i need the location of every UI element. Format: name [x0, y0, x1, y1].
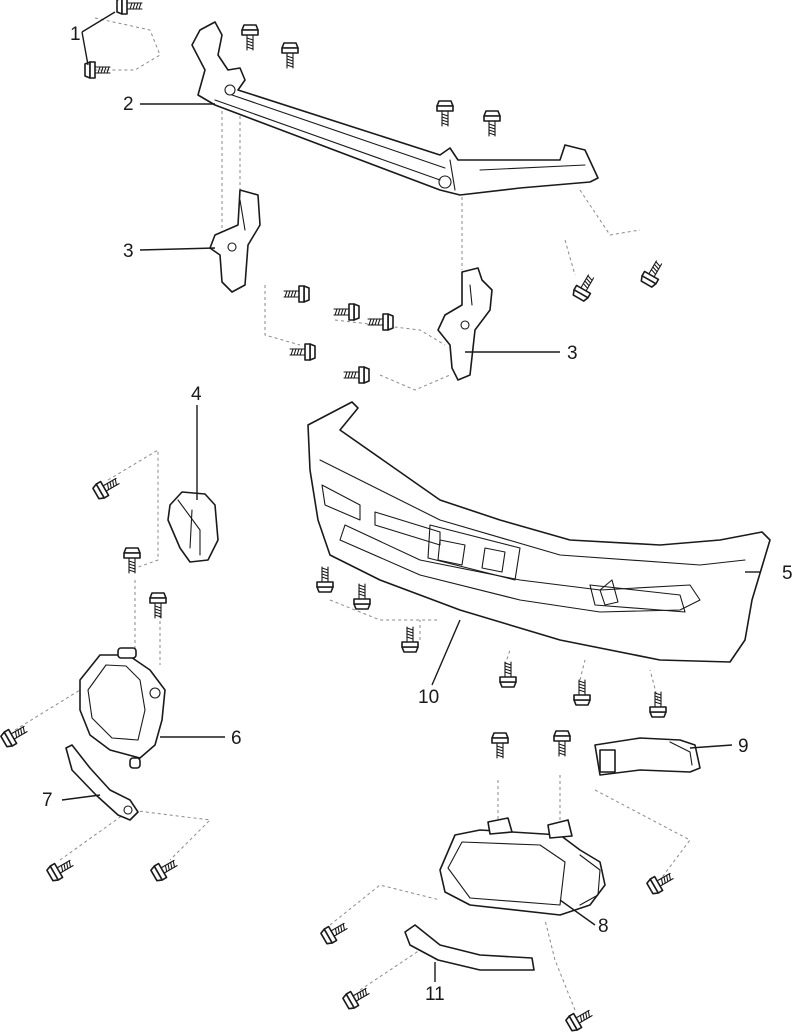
fog-lamp-left-icon — [79, 647, 166, 769]
callout-10: 10 — [418, 687, 439, 708]
callout-1: 1 — [70, 24, 81, 45]
trim-strip-left-icon — [65, 744, 139, 821]
bumper-cover-icon — [307, 401, 771, 663]
callout-7: 7 — [42, 790, 53, 811]
bumper-bracket-icon — [437, 267, 493, 381]
callout-5: 5 — [782, 563, 793, 584]
side-retainer-icon — [167, 491, 219, 563]
callout-2: 2 — [123, 94, 134, 115]
callout-9: 9 — [738, 736, 749, 757]
leader-lines — [61, 11, 760, 982]
side-retainer-right-icon — [594, 737, 701, 776]
callout-4: 4 — [191, 384, 202, 405]
callout-labels: 1 2 3 3 4 5 6 7 8 9 10 11 — [42, 24, 793, 1005]
callout-3: 3 — [123, 241, 134, 262]
callout-6: 6 — [231, 728, 242, 749]
callout-8: 8 — [598, 916, 609, 937]
bumper-bracket-icon — [209, 189, 261, 293]
fog-lamp-right-icon — [439, 817, 606, 916]
trim-strip-right-icon — [404, 924, 535, 971]
callout-3: 3 — [567, 343, 578, 364]
callout-11: 11 — [425, 984, 445, 1005]
